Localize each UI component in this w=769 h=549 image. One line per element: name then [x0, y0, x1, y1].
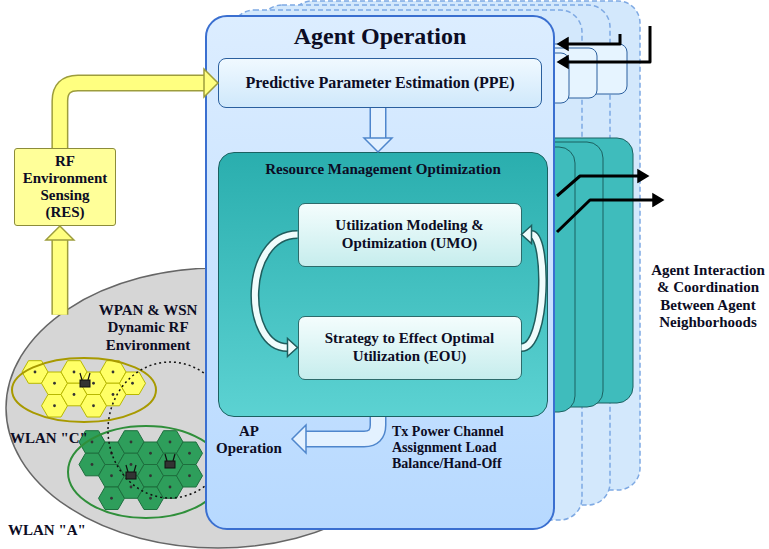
output-arrow [292, 417, 378, 453]
process-box: Strategy to Effect Optimal Utilization (… [298, 316, 522, 380]
side-note: Agent Interaction & Coordination Between… [650, 262, 766, 331]
sensing-box: RF Environment Sensing (RES) [14, 148, 116, 226]
network-label: WLAN "C" [10, 430, 100, 447]
card-title: Agent Operation [294, 23, 467, 51]
interaction-arrows [557, 26, 663, 232]
flow-arrow [522, 226, 543, 348]
flow-arrow [364, 108, 392, 152]
flow-arrow [255, 235, 298, 357]
process-box: Predictive Parameter Estimation (PPE) [218, 58, 542, 108]
box-label: Predictive Parameter Estimation (PPE) [245, 74, 514, 92]
control-outputs: Tx Power Channel Assignment Load Balance… [392, 424, 542, 472]
network-label: WLAN "A" [8, 522, 98, 539]
group-title: Resource Management Optimization [265, 161, 501, 178]
flow-arrow [46, 226, 74, 315]
flow-arrow [60, 69, 218, 148]
box-label: Utilization Modeling & Optimization (UMO… [317, 217, 502, 252]
process-box: Utilization Modeling & Optimization (UMO… [298, 203, 522, 267]
box-label: Strategy to Effect Optimal Utilization (… [317, 330, 502, 365]
box-label: RF Environment Sensing (RES) [19, 153, 111, 222]
region-label: WPAN & WSN Dynamic RF Environment [93, 302, 203, 354]
group-box: Resource Management OptimizationUtilizat… [218, 152, 548, 417]
ap-label: AP Operation [212, 423, 286, 458]
